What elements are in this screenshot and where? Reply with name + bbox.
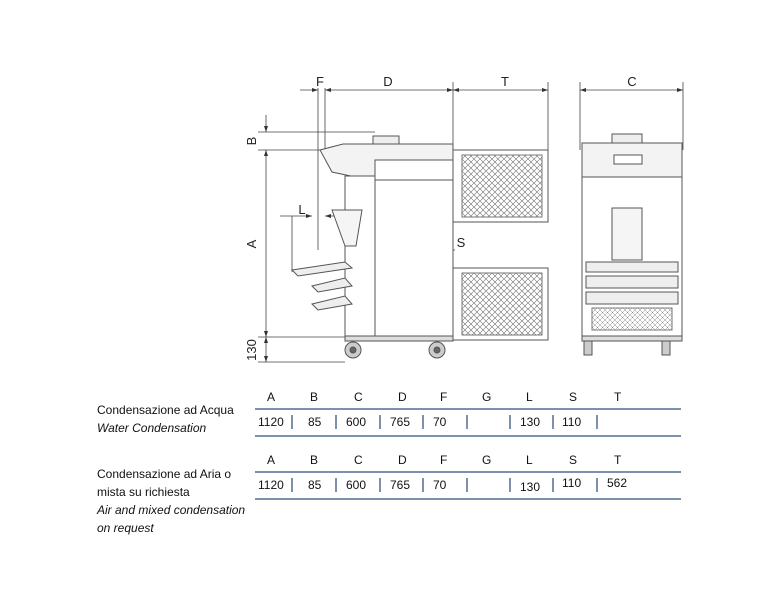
col-header-t: T bbox=[614, 390, 622, 404]
cell-separator bbox=[291, 415, 293, 429]
dim-label-b: B bbox=[244, 137, 259, 146]
air-condensation-table: A B C D F G L S T 1120 85 600 765 70 130… bbox=[255, 453, 681, 503]
dim-label-s: S bbox=[457, 235, 466, 250]
col-header-f: F bbox=[440, 453, 448, 467]
col-header-b: B bbox=[310, 390, 319, 404]
col-header-c: C bbox=[354, 453, 363, 467]
cell-separator bbox=[335, 415, 337, 429]
cell-separator bbox=[552, 415, 554, 429]
cell-s: 110 bbox=[562, 415, 582, 429]
col-header-a: A bbox=[267, 390, 276, 404]
dim-label-c: C bbox=[627, 74, 636, 89]
cell-separator bbox=[422, 415, 424, 429]
cell-separator bbox=[422, 478, 424, 492]
water-condensation-table: A B C D F G L S T 1120 85 600 765 70 130… bbox=[255, 390, 681, 440]
front-view bbox=[581, 133, 683, 356]
col-header-f: F bbox=[440, 390, 448, 404]
cell-f: 70 bbox=[433, 478, 447, 492]
cell-separator bbox=[379, 415, 381, 429]
dim-label-f: F bbox=[316, 74, 324, 89]
col-header-t: T bbox=[614, 453, 622, 467]
cell-b: 85 bbox=[308, 415, 322, 429]
water-condensation-label-it: Condensazione ad Acqua bbox=[97, 403, 234, 417]
cell-l: 130 bbox=[520, 415, 541, 429]
cell-s: 110 bbox=[562, 476, 582, 490]
air-condensation-label: Condensazione ad Aria o mista su richies… bbox=[97, 465, 245, 537]
cell-separator bbox=[466, 415, 468, 429]
cell-separator bbox=[509, 415, 511, 429]
col-header-a: A bbox=[267, 453, 276, 467]
dimension-text: F D T C B A L S 130 bbox=[244, 74, 637, 361]
table-rule-top bbox=[255, 471, 681, 473]
air-condensation-label-en-1: Air and mixed condensation bbox=[97, 503, 246, 517]
cell-l: 130 bbox=[520, 480, 541, 494]
cell-d: 765 bbox=[390, 478, 411, 492]
air-condensation-label-it-1: Condensazione ad Aria o bbox=[97, 467, 232, 481]
cell-separator bbox=[596, 478, 598, 492]
col-header-b: B bbox=[310, 453, 319, 467]
col-header-g: G bbox=[482, 390, 492, 404]
col-header-d: D bbox=[398, 390, 407, 404]
col-header-s: S bbox=[569, 453, 578, 467]
dim-label-130: 130 bbox=[244, 339, 259, 361]
cell-separator bbox=[596, 415, 598, 429]
cell-separator bbox=[379, 478, 381, 492]
col-header-c: C bbox=[354, 390, 363, 404]
side-view bbox=[290, 135, 549, 359]
col-header-g: G bbox=[482, 453, 492, 467]
cell-separator bbox=[335, 478, 337, 492]
col-header-d: D bbox=[398, 453, 407, 467]
water-condensation-label: Condensazione ad Acqua Water Condensatio… bbox=[97, 401, 234, 437]
dim-label-a: A bbox=[244, 239, 259, 248]
cell-d: 765 bbox=[390, 415, 411, 429]
cell-b: 85 bbox=[308, 478, 322, 492]
cell-a: 1120 bbox=[258, 478, 284, 492]
table-rule-bottom bbox=[255, 435, 681, 437]
air-condensation-label-it-2: mista su richiesta bbox=[97, 485, 190, 499]
table-rule-top bbox=[255, 408, 681, 410]
dimension-arrows bbox=[264, 88, 683, 362]
table-rule-bottom bbox=[255, 498, 681, 500]
cell-a: 1120 bbox=[258, 415, 284, 429]
cell-c: 600 bbox=[346, 478, 367, 492]
cell-t: 562 bbox=[607, 476, 628, 490]
cell-separator bbox=[466, 478, 468, 492]
dim-label-t: T bbox=[501, 74, 509, 89]
water-condensation-label-en: Water Condensation bbox=[97, 421, 207, 435]
air-condensation-label-en-2: on request bbox=[97, 521, 154, 535]
technical-drawing: F D T C B A L S 130 bbox=[244, 74, 684, 363]
cell-separator bbox=[291, 478, 293, 492]
col-header-s: S bbox=[569, 390, 578, 404]
dim-label-l: L bbox=[298, 202, 305, 217]
cell-separator bbox=[552, 478, 554, 492]
cell-separator bbox=[509, 478, 511, 492]
cell-c: 600 bbox=[346, 415, 367, 429]
dim-label-d: D bbox=[383, 74, 392, 89]
col-header-l: L bbox=[526, 390, 533, 404]
col-header-l: L bbox=[526, 453, 533, 467]
cell-f: 70 bbox=[433, 415, 447, 429]
